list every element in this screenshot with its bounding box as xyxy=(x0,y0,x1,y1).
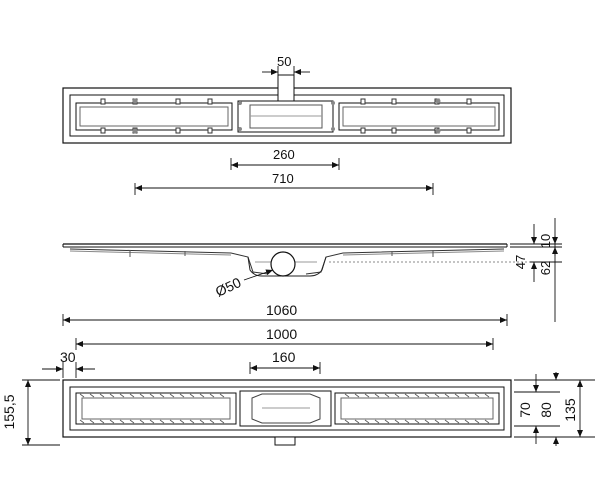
dim-outlet-diameter xyxy=(243,269,274,281)
dim-inner-width-label: 70 xyxy=(517,402,533,418)
dim-flange-width xyxy=(42,362,95,378)
dim-overall-length-label: 1060 xyxy=(266,302,297,318)
dim-channel-length-label: 1000 xyxy=(266,326,297,342)
dim-tray-span xyxy=(134,183,434,195)
dim-outlet-diameter-label: Ø50 xyxy=(213,274,244,300)
dim-outlet-width-label: 50 xyxy=(277,54,291,69)
dim-overall-width xyxy=(22,379,60,446)
top-view-left-grate xyxy=(75,102,233,131)
bottom-view-sump xyxy=(239,390,332,427)
dim-side-right xyxy=(510,218,562,322)
top-view-screws xyxy=(132,98,441,134)
dim-overall-width-label: 155,5 xyxy=(1,394,17,429)
side-view xyxy=(62,243,555,277)
dim-sump-width xyxy=(249,362,321,374)
side-view-outlet-circle xyxy=(270,251,296,277)
top-view-right-grate xyxy=(338,102,500,131)
dim-tray-span-label: 710 xyxy=(272,171,294,186)
dim-flange-width-label: 30 xyxy=(60,349,76,365)
dim-center-span-label: 260 xyxy=(273,147,295,162)
dim-62-label: 62 xyxy=(538,261,553,275)
dim-center-span xyxy=(230,158,340,170)
dim-10-label: 10 xyxy=(538,234,553,248)
dim-outlet-width xyxy=(262,66,310,80)
dim-47-label: 47 xyxy=(513,255,528,269)
dim-overall-length xyxy=(62,314,508,326)
bottom-view-grate-hatching xyxy=(79,393,490,424)
bottom-view-inner-frame xyxy=(69,386,505,431)
top-view xyxy=(62,74,512,144)
dim-bottom-right xyxy=(514,372,595,446)
top-view-outlet xyxy=(277,74,295,102)
bottom-view xyxy=(62,379,512,446)
bottom-view-outlet xyxy=(274,436,296,446)
dim-total-width-label: 135 xyxy=(562,398,578,422)
dim-sump-width-label: 160 xyxy=(272,349,296,365)
dim-channel-length xyxy=(75,338,494,350)
dim-channel-width-label: 80 xyxy=(538,402,554,418)
